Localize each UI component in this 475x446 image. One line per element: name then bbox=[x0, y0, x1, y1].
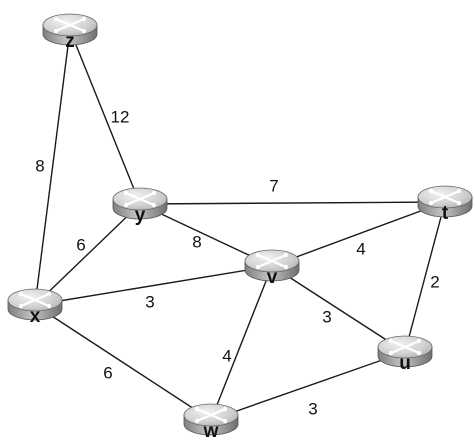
edge-weight-x-w: 6 bbox=[103, 363, 112, 382]
edge-y-x bbox=[34, 203, 141, 306]
router-z: z bbox=[42, 13, 98, 52]
edge-weight-v-u: 3 bbox=[322, 307, 331, 326]
edge-v-t bbox=[271, 201, 446, 267]
edge-x-v bbox=[34, 265, 273, 306]
router-label-y: y bbox=[135, 205, 146, 226]
edge-weight-u-w: 3 bbox=[308, 399, 317, 418]
router-label-x: x bbox=[30, 306, 41, 327]
edge-weight-y-v: 8 bbox=[192, 232, 201, 251]
router-arrows-icon bbox=[388, 338, 422, 356]
edge-z-x bbox=[34, 29, 71, 306]
edge-z-y bbox=[69, 29, 141, 205]
router-y: y bbox=[112, 187, 168, 226]
router-t: t bbox=[417, 185, 473, 224]
edge-v-u bbox=[271, 265, 406, 353]
router-arrows-icon bbox=[18, 291, 52, 309]
router-label-v: v bbox=[267, 267, 278, 288]
edge-y-t bbox=[139, 201, 446, 205]
router-x: x bbox=[7, 288, 63, 327]
edge-v-w bbox=[210, 265, 273, 421]
edge-weight-t-u: 2 bbox=[430, 272, 439, 291]
edge-weights: 8 12 7 6 8 3 6 4 3 4 2 3 bbox=[35, 107, 439, 418]
router-w: w bbox=[183, 403, 239, 442]
edge-weight-z-x: 8 bbox=[35, 156, 44, 175]
edge-weight-v-t: 4 bbox=[356, 239, 365, 258]
router-label-w: w bbox=[203, 421, 219, 442]
router-nodes: z y t v x u w bbox=[7, 13, 473, 442]
edge-weight-y-x: 6 bbox=[76, 235, 85, 254]
edge-t-u bbox=[404, 201, 446, 353]
router-arrows-icon bbox=[123, 190, 157, 208]
router-label-t: t bbox=[442, 203, 449, 224]
edge-u-w bbox=[210, 351, 406, 421]
edge-x-w bbox=[34, 304, 212, 421]
router-arrows-icon bbox=[53, 16, 87, 34]
router-arrows-icon bbox=[255, 252, 289, 270]
edges bbox=[34, 29, 446, 421]
router-arrows-icon bbox=[194, 406, 228, 424]
edge-weight-y-t: 7 bbox=[269, 176, 278, 195]
router-arrows-icon bbox=[428, 188, 462, 206]
router-v: v bbox=[244, 249, 300, 288]
router-label-z: z bbox=[65, 31, 75, 52]
router-label-u: u bbox=[399, 353, 411, 374]
edge-weight-z-y: 12 bbox=[111, 107, 130, 126]
edge-weight-x-v: 3 bbox=[145, 292, 154, 311]
router-u: u bbox=[377, 335, 433, 374]
edge-weight-v-w: 4 bbox=[222, 346, 231, 365]
